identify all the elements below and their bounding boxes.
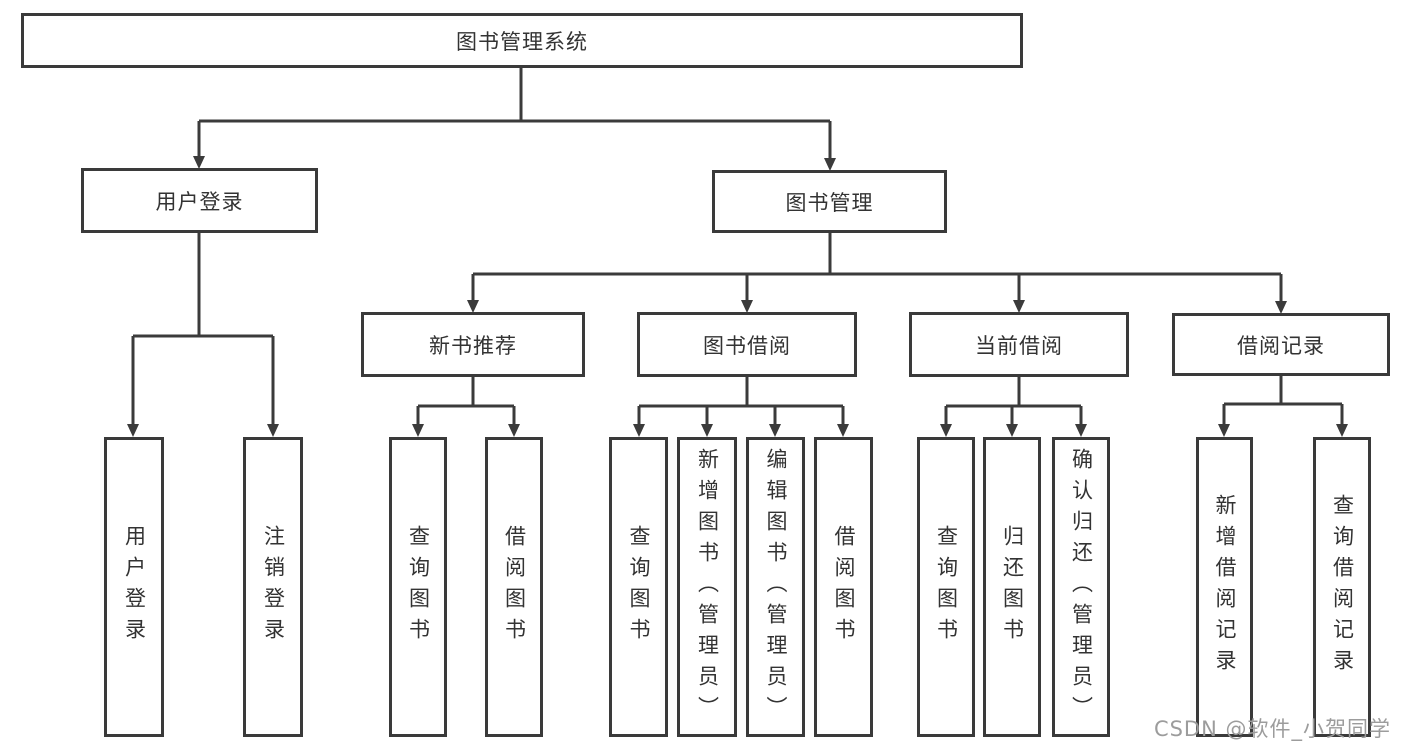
node-current-borrow: 当前借阅: [909, 312, 1129, 377]
leaf-borrow-books-borrow: 借阅图书: [814, 437, 873, 737]
connector-borrow-records-children: [1222, 376, 1344, 426]
node-book-management-label: 图书管理: [785, 190, 874, 215]
leaf-query-books-current: 查询图书: [917, 437, 975, 737]
connector-paths: [131, 68, 1344, 426]
arrowhead: [769, 424, 781, 437]
leaf-confirm-return-admin: 确认归还（管理员）: [1052, 437, 1110, 737]
connector-current-borrow-children: [944, 377, 1083, 426]
node-borrow-records-label: 借阅记录: [1237, 333, 1325, 358]
arrowhead: [940, 424, 952, 437]
arrowhead: [633, 424, 645, 437]
arrowhead: [1013, 300, 1025, 313]
arrowhead: [1336, 424, 1348, 437]
leaf-edit-books-admin: 编辑图书（管理员）: [746, 437, 805, 737]
leaf-return-books: 归还图书: [983, 437, 1041, 737]
connector-root-to-level2: [197, 68, 832, 159]
leaf-query-books-borrow-label: 查询图书: [627, 525, 651, 649]
leaf-add-borrow-record-label: 新增借阅记录: [1213, 494, 1237, 680]
arrowhead: [467, 300, 479, 313]
arrowhead: [267, 424, 279, 437]
leaf-query-books-current-label: 查询图书: [934, 525, 959, 649]
leaf-user-login: 用户登录: [104, 437, 164, 737]
arrowhead: [1218, 424, 1230, 437]
arrowhead: [508, 424, 520, 437]
leaf-add-borrow-record: 新增借阅记录: [1196, 437, 1253, 737]
node-current-borrow-label: 当前借阅: [975, 333, 1063, 358]
leaf-query-books-borrow: 查询图书: [609, 437, 668, 737]
leaf-confirm-return-admin-label: 确认归还（管理员）: [1069, 447, 1094, 727]
node-new-book-recommend-label: 新书推荐: [429, 333, 517, 358]
arrowhead: [824, 158, 836, 171]
arrowhead: [837, 424, 849, 437]
connector-book-management-children: [471, 233, 1283, 303]
leaf-return-books-label: 归还图书: [1000, 525, 1025, 649]
leaf-user-login-label: 用户登录: [122, 525, 147, 649]
node-borrow-records: 借阅记录: [1172, 313, 1390, 376]
leaf-borrow-books-recommend: 借阅图书: [485, 437, 543, 737]
leaf-add-books-admin: 新增图书（管理员）: [677, 437, 737, 737]
leaf-logout-login-label: 注销登录: [261, 525, 286, 649]
node-library-system: 图书管理系统: [21, 13, 1023, 68]
arrowhead: [741, 300, 753, 313]
leaf-borrow-books-borrow-label: 借阅图书: [832, 525, 856, 649]
node-book-borrow-label: 图书借阅: [703, 333, 791, 358]
arrowhead: [701, 424, 713, 437]
node-user-login: 用户登录: [81, 168, 318, 233]
leaf-borrow-books-recommend-label: 借阅图书: [502, 525, 527, 649]
node-user-login-label: 用户登录: [155, 189, 244, 214]
leaf-query-books-recommend-label: 查询图书: [406, 525, 431, 649]
arrowhead: [127, 424, 139, 437]
leaf-query-borrow-record: 查询借阅记录: [1313, 437, 1371, 737]
arrowheads: [127, 156, 1348, 437]
leaf-add-books-admin-label: 新增图书（管理员）: [695, 447, 720, 727]
arrowhead: [1075, 424, 1087, 437]
connector-new-book-children: [416, 377, 516, 426]
leaf-query-borrow-record-label: 查询借阅记录: [1330, 494, 1355, 680]
node-book-borrow: 图书借阅: [637, 312, 857, 377]
node-new-book-recommend: 新书推荐: [361, 312, 585, 377]
arrowhead: [193, 156, 205, 169]
leaf-logout-login: 注销登录: [243, 437, 303, 737]
arrowhead: [1275, 301, 1287, 314]
arrowhead: [1006, 424, 1018, 437]
node-library-system-label: 图书管理系统: [456, 29, 588, 54]
watermark: CSDN @软件_小贺同学: [1153, 717, 1391, 741]
connector-book-borrow-children: [637, 377, 845, 426]
node-book-management: 图书管理: [712, 170, 947, 233]
arrowhead: [412, 424, 424, 437]
leaf-edit-books-admin-label: 编辑图书（管理员）: [764, 447, 788, 727]
leaf-query-books-recommend: 查询图书: [389, 437, 447, 737]
connector-user-login-children: [131, 233, 275, 426]
